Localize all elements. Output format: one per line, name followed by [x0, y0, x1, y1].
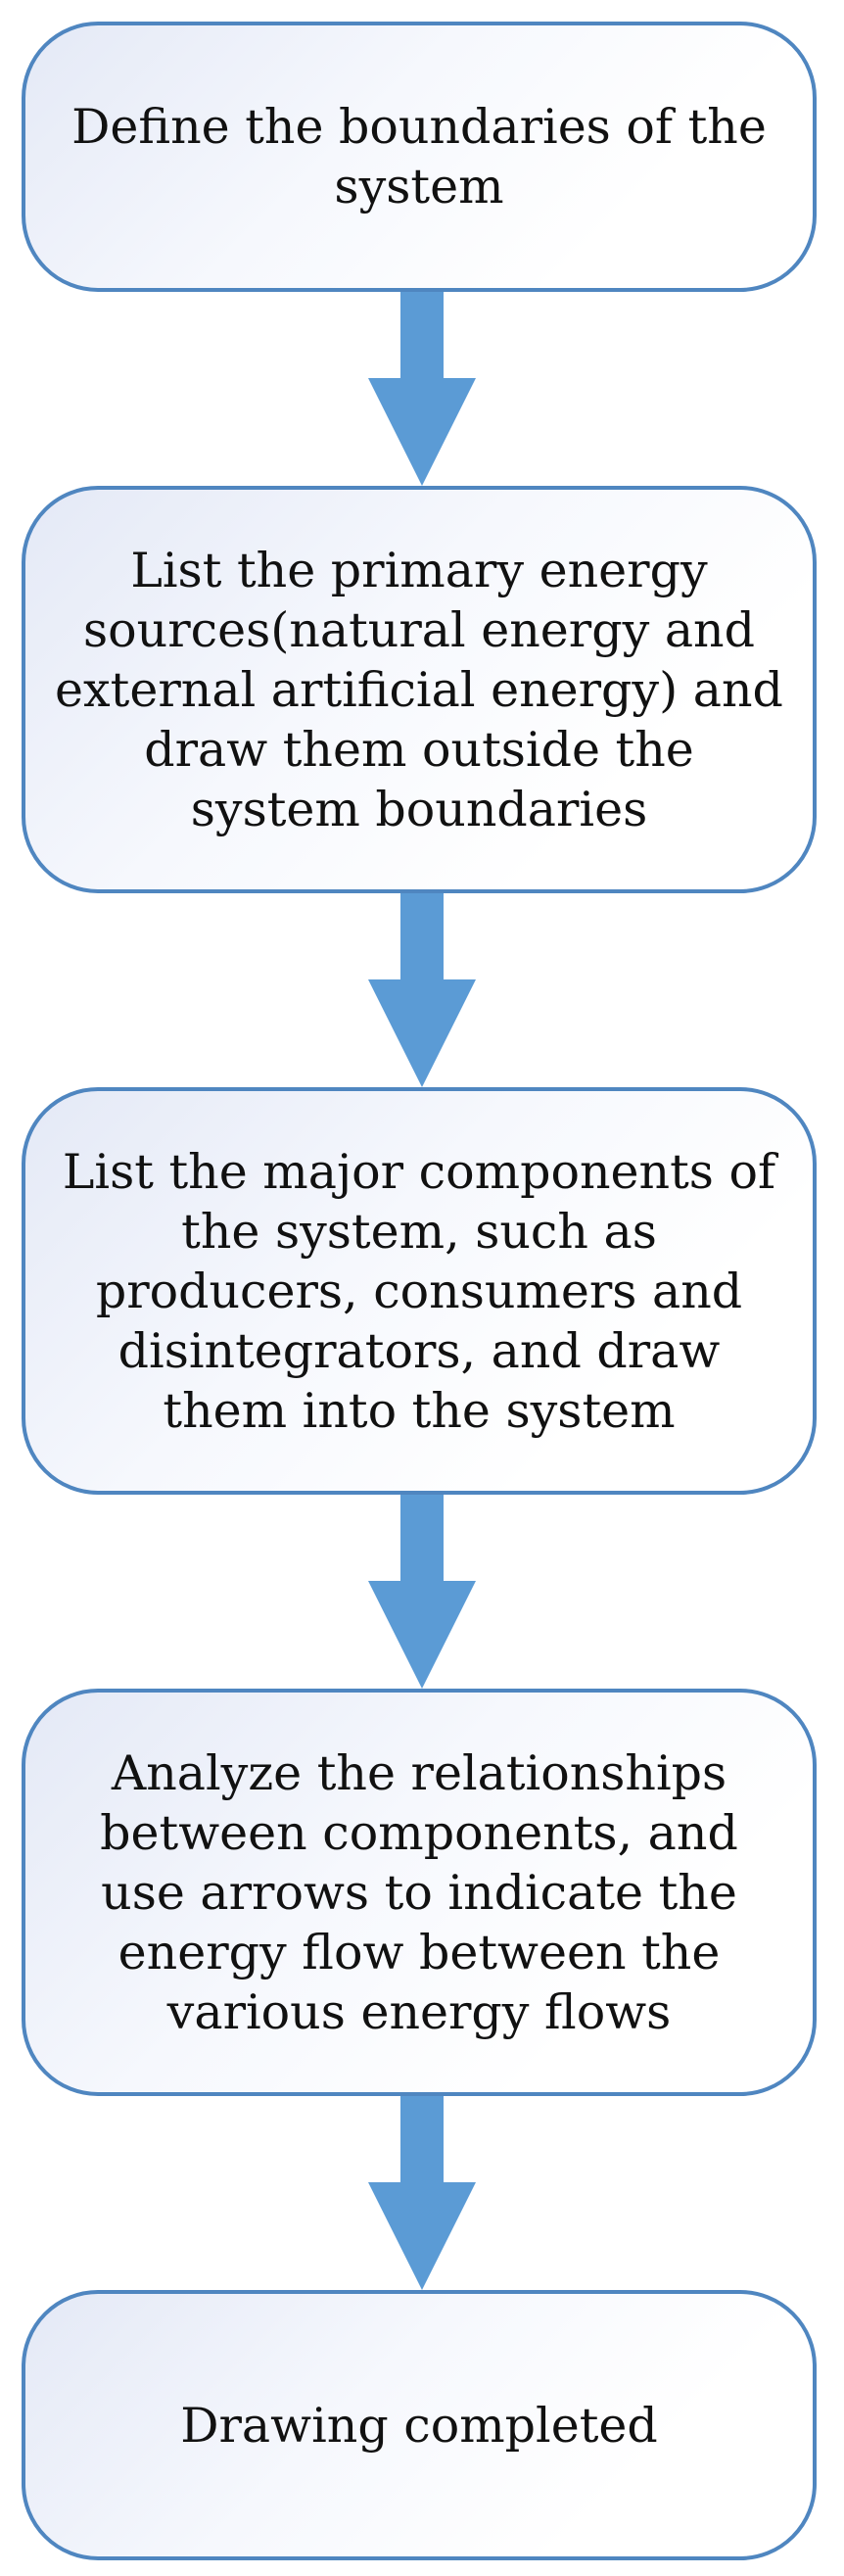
arrow-down-icon — [368, 2096, 476, 2290]
step-drawing-completed-text: Drawing completed — [180, 2397, 658, 2454]
step-list-components: List the major components of the system,… — [22, 1087, 817, 1495]
step-define-boundaries: Define the boundaries of the system — [22, 22, 817, 292]
arrow-down-1 — [368, 292, 476, 486]
step-analyze-relationships: Analyze the relationships between compon… — [22, 1689, 817, 2096]
step-define-boundaries-text: Define the boundaries of the system — [71, 99, 767, 215]
step-analyze-relationships-text: Analyze the relationships between compon… — [100, 1744, 738, 2040]
step-drawing-completed: Drawing completed — [22, 2290, 817, 2560]
arrow-down-icon — [368, 292, 476, 486]
step-list-energy-sources-text: List the primary energy sources(natural … — [55, 542, 783, 837]
step-list-components-text: List the major components of the system,… — [62, 1143, 776, 1439]
arrow-down-4 — [368, 2096, 476, 2290]
arrow-down-icon — [368, 893, 476, 1087]
step-list-energy-sources: List the primary energy sources(natural … — [22, 486, 817, 893]
arrow-down-icon — [368, 1495, 476, 1689]
arrow-down-3 — [368, 1495, 476, 1689]
arrow-down-2 — [368, 893, 476, 1087]
